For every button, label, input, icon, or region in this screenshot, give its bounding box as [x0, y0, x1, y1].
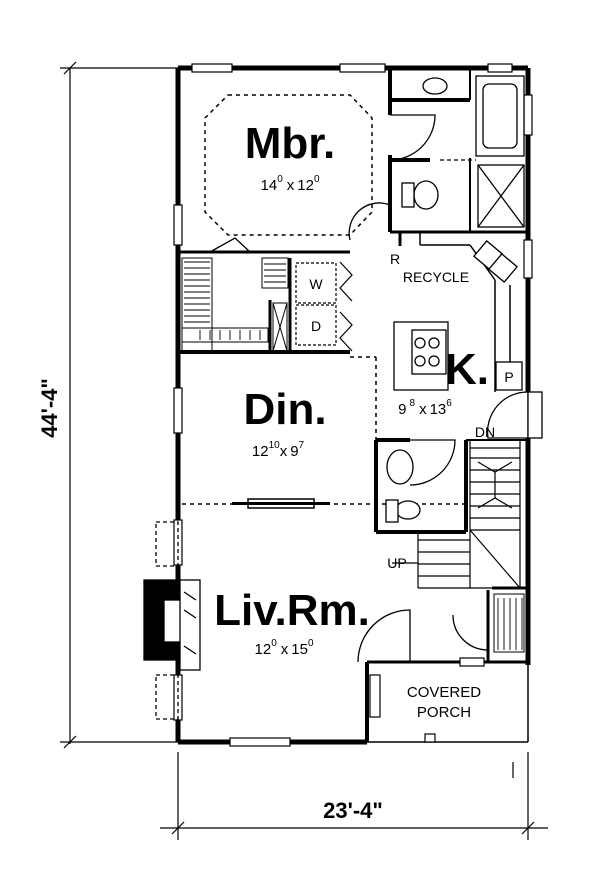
master-bath-fixtures	[401, 75, 525, 232]
porch-details	[424, 657, 485, 743]
bath2-fixtures	[385, 449, 421, 523]
kitchen-fixtures	[393, 239, 523, 391]
living-room-name: Liv.Rm.	[214, 586, 370, 635]
recycle-label: RECYCLE	[403, 269, 469, 285]
master-bedroom-name: Mbr.	[245, 119, 335, 168]
dimension-lines	[60, 61, 548, 840]
porch-label-line2: PORCH	[417, 704, 471, 721]
porch-label-line1: COVERED	[407, 684, 481, 701]
closets	[181, 257, 525, 653]
washer-label: W	[309, 276, 323, 292]
closet-hatching	[184, 261, 523, 650]
down-label: DN	[475, 424, 495, 440]
overall-depth-label: 44'-4"	[37, 378, 62, 438]
dashed-lines	[182, 94, 466, 505]
interior-walls	[178, 68, 528, 742]
doors	[209, 114, 543, 663]
stairs	[392, 440, 521, 589]
kitchen-name: K.	[445, 345, 489, 394]
dryer-label: D	[311, 318, 321, 334]
up-label: UP	[387, 555, 406, 571]
pantry-label: P	[504, 369, 513, 385]
exterior-walls	[175, 65, 531, 745]
dining-name: Din.	[243, 385, 326, 434]
windows	[173, 63, 533, 747]
laundry	[295, 262, 337, 346]
laundry-bifold	[339, 261, 353, 352]
overall-width-label: 23'-4"	[323, 798, 383, 823]
fireplace	[143, 521, 201, 720]
refrigerator-label: R	[390, 251, 400, 267]
